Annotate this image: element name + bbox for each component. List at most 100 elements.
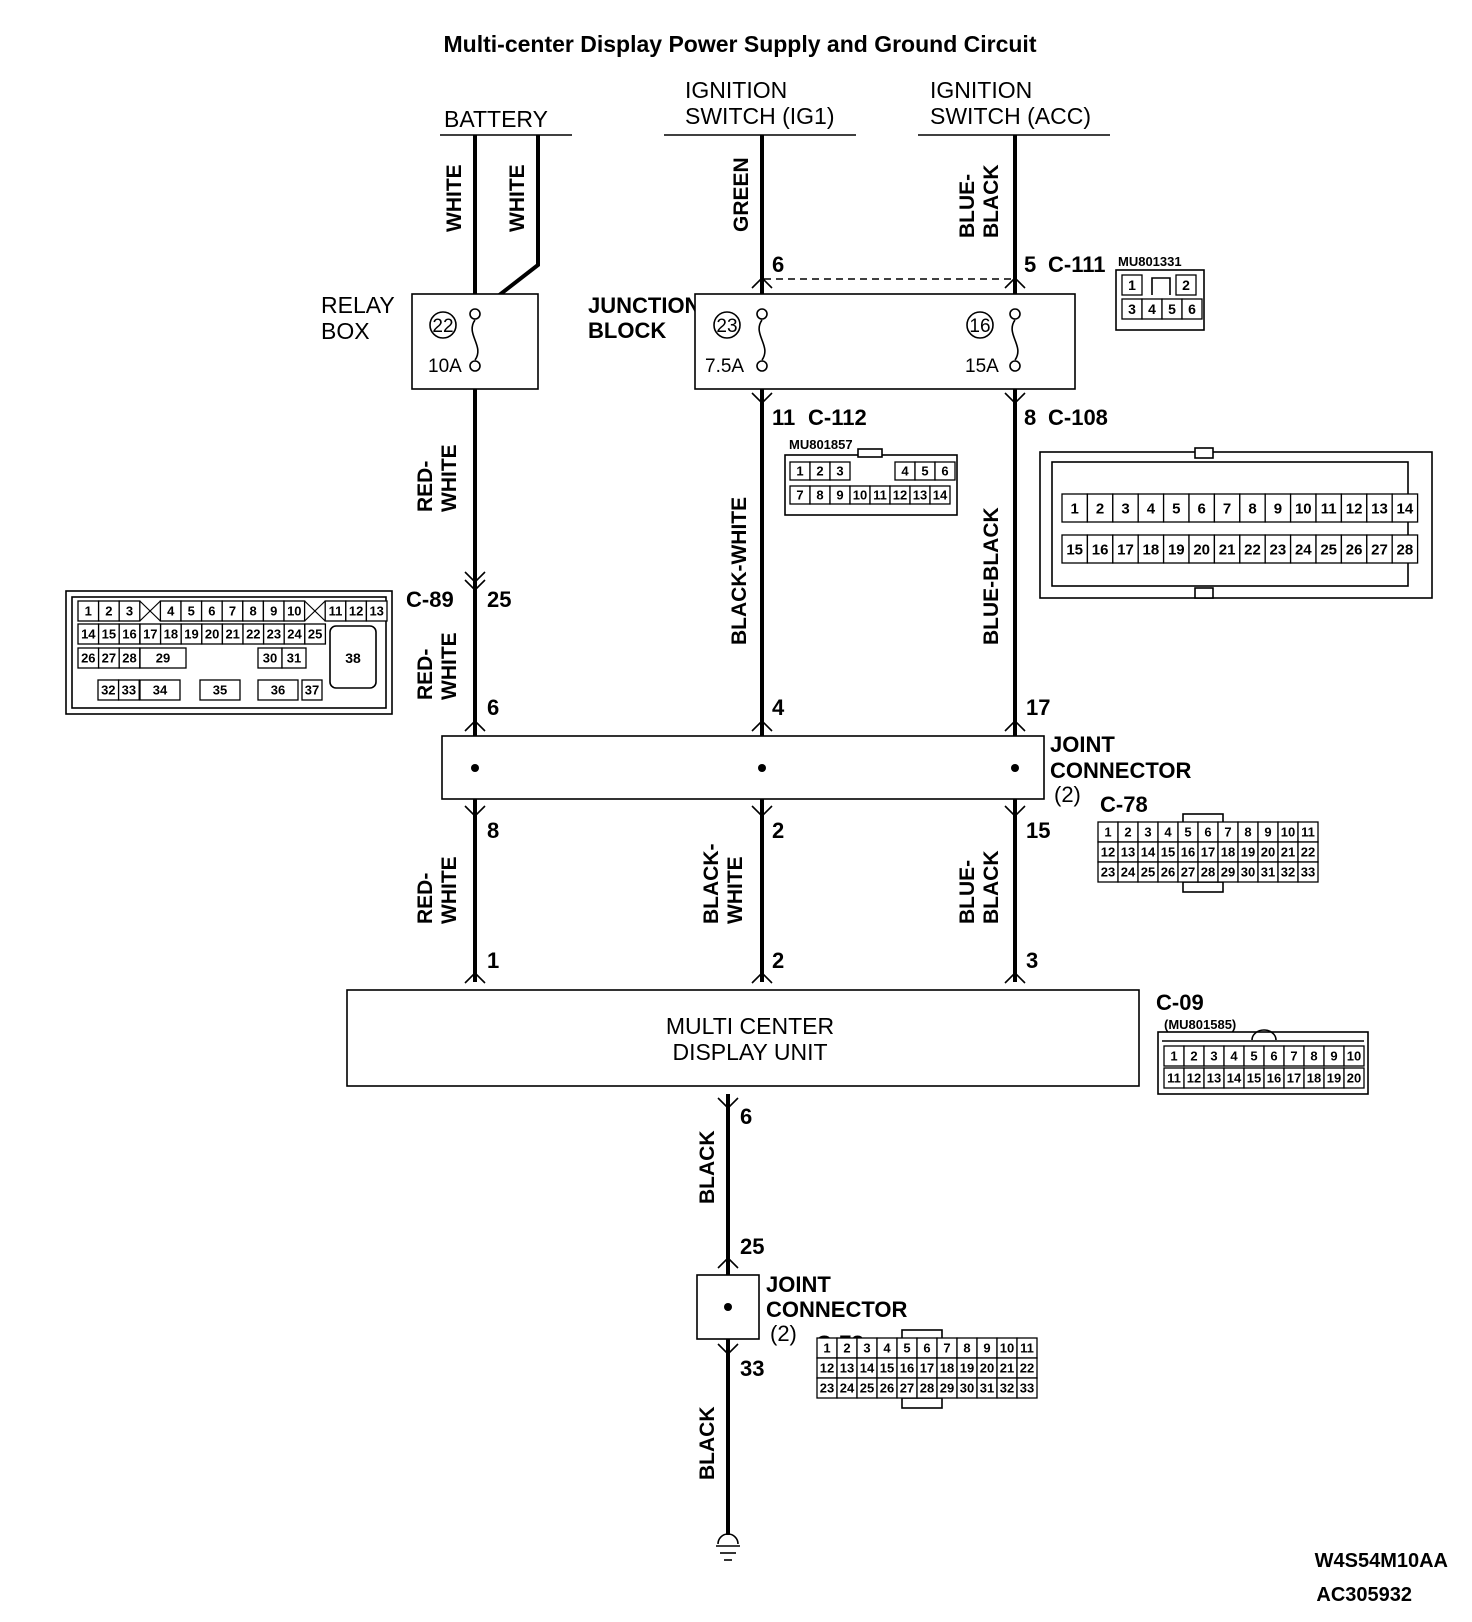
pin-number: 18: [1143, 541, 1160, 558]
pin-number: 16: [122, 627, 136, 642]
pin-label: 8: [487, 818, 499, 843]
pin-cell: [1188, 493, 1216, 523]
pin-number: 13: [840, 1361, 854, 1376]
wire-color: BLACK: [696, 1131, 719, 1205]
pin-cell: [1289, 534, 1317, 564]
pin-number: 26: [81, 651, 95, 666]
jb-label-2: BLOCK: [588, 318, 666, 343]
wire-color-labels: WHITE WHITE GREEN BLUE- BLACK RED- WHITE…: [414, 157, 1003, 1480]
pin-labels: 6 5 C-111 11 C-112 8 C-108 C-89 25 6 4 1…: [406, 252, 1108, 1381]
pin-number: 12: [349, 604, 363, 619]
mcd-connector-id: C-09: [1156, 990, 1204, 1015]
connector-latch: [857, 448, 883, 458]
pin-number: 18: [1307, 1071, 1321, 1086]
wire-color: BLACK: [980, 165, 1003, 239]
pin-number: 6: [1270, 1049, 1277, 1064]
pin-number: 1: [1128, 277, 1136, 293]
mcd-outline: [346, 989, 1140, 1087]
pin-number: 9: [836, 488, 843, 503]
pin-label: 6: [772, 252, 784, 277]
ig1-label-line1: IGNITION: [685, 77, 787, 103]
fuse-icon: [471, 319, 479, 361]
pin-number: 1: [796, 464, 803, 479]
chevron-icon: [717, 1343, 739, 1356]
fuse-terminal: [756, 308, 768, 320]
pin-number: 4: [901, 464, 909, 479]
pin-number: 35: [213, 683, 227, 698]
pin-number: 20: [1193, 541, 1210, 558]
ground-icon: [716, 1533, 740, 1561]
chevron-icon: [464, 719, 486, 732]
relay-box: RELAY BOX 22 10A: [321, 292, 539, 390]
pin-number: 4: [1148, 301, 1156, 317]
pin-cell: [1121, 274, 1143, 296]
pin-label: 17: [1026, 695, 1050, 720]
mcd-label-2: DISPLAY UNIT: [672, 1039, 827, 1065]
pin-number: 11: [329, 604, 343, 619]
c112-part: MU801857: [789, 437, 853, 452]
pin-cell: [139, 647, 187, 669]
wire-color: BLUE-: [956, 174, 979, 238]
pin-label: 5: [1024, 252, 1036, 277]
pin-number: 14: [1397, 500, 1414, 517]
pin-number: 27: [1371, 541, 1388, 558]
mcd-connector-part: (MU801585): [1164, 1017, 1236, 1032]
pin-number: 26: [1346, 541, 1363, 558]
fuse-terminal: [1009, 360, 1021, 372]
chevron-icon: [464, 805, 486, 818]
drawing-code: W4S54M10AA: [1315, 1550, 1448, 1572]
pin-number: 2: [1190, 1049, 1197, 1064]
pin-number: 17: [1201, 845, 1215, 860]
wire-color: WHITE: [443, 164, 466, 232]
pin-number: 4: [883, 1341, 891, 1356]
pin-number: 11: [1321, 500, 1337, 517]
pin-number: 2: [1096, 500, 1104, 517]
pin-number: 8: [816, 488, 823, 503]
pin-cell: [1239, 534, 1266, 564]
connector-chevrons: [464, 276, 1026, 1356]
pin-number: 9: [1274, 500, 1282, 517]
pin-number: 13: [1121, 845, 1135, 860]
pin-number: 28: [1201, 865, 1215, 880]
pin-number: 15: [102, 627, 116, 642]
multi-center-display-unit: MULTI CENTER DISPLAY UNIT C-09 (MU801585…: [346, 989, 1236, 1087]
pin-number: 2: [1124, 825, 1131, 840]
pin-cell: [934, 461, 956, 481]
wire-color: BLUE-: [956, 860, 979, 924]
pin-number: 1: [1170, 1049, 1177, 1064]
blank-cavity: [304, 600, 326, 622]
pin-number: 24: [1121, 865, 1136, 880]
pin-number: 19: [1241, 845, 1255, 860]
pin-number: 37: [305, 683, 319, 698]
pin-cell: [1175, 274, 1197, 296]
pin-number: 1: [1071, 500, 1079, 517]
pin-cell: [1297, 861, 1319, 883]
pin-number: 9: [1330, 1049, 1337, 1064]
pin-number: 22: [246, 627, 260, 642]
pin-number: 5: [1184, 825, 1191, 840]
pin-number: 34: [153, 683, 168, 698]
pin-number: 10: [287, 604, 301, 619]
pin-number: 8: [1244, 825, 1251, 840]
pin-number: 16: [1181, 845, 1195, 860]
pin-cell: [257, 679, 299, 701]
ground-arc: [717, 1533, 739, 1545]
pin-number: 2: [1182, 277, 1190, 293]
pin-number: 3: [1121, 500, 1129, 517]
pin-cell: [1343, 1067, 1365, 1089]
pin-label: 1: [487, 948, 499, 973]
pin-label: 2: [772, 948, 784, 973]
pin-cell: [1239, 493, 1266, 523]
pin-cell: [929, 485, 951, 505]
pin-number: 5: [1250, 1049, 1257, 1064]
jc-connector-id: C-78: [1100, 792, 1148, 817]
jc-label-2: CONNECTOR: [1050, 758, 1191, 783]
pin-number: 26: [1161, 865, 1175, 880]
chevron-icon: [717, 1097, 739, 1110]
pin-number: 6: [1198, 500, 1206, 517]
pin-number: 12: [1346, 500, 1363, 517]
jc2-label-1: JOINT: [766, 1272, 831, 1297]
